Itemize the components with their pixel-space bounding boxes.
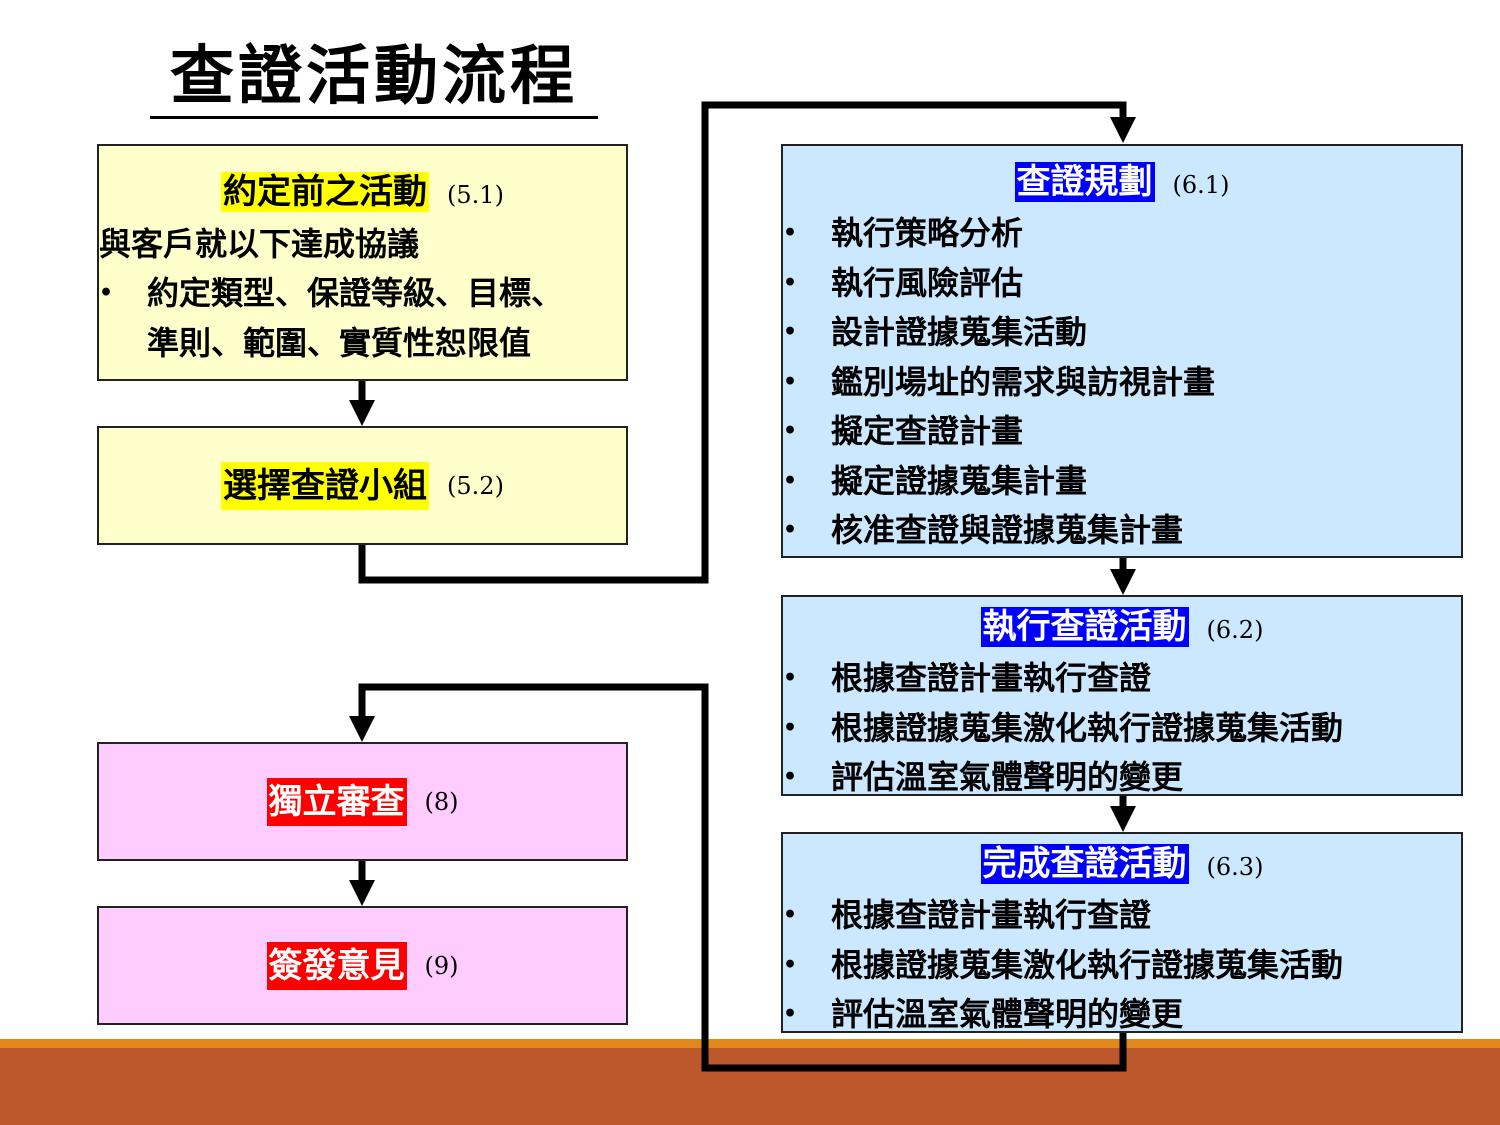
clause-ref: (9) xyxy=(424,951,459,980)
clause-ref: (6.1) xyxy=(1172,171,1230,199)
complete-box: 完成查證活動(6.3) 根據查證計畫執行查證 根據證據蒐集激化執行證據蒐集活動 … xyxy=(781,832,1463,1039)
arrow-down-icon xyxy=(349,880,375,906)
pre-engagement-box: 約定前之活動 (5.1) 與客戶就以下達成協議 約定類型、保證等級、目標、準則、範… xyxy=(97,144,628,381)
list-item: 根據查證計畫執行查證 xyxy=(783,891,1461,941)
arrow-down-icon xyxy=(1110,569,1136,595)
box-label: 約定前之活動 xyxy=(221,172,430,212)
list-item: 擬定查證計畫 xyxy=(783,407,1461,457)
clause-ref: (6.2) xyxy=(1206,616,1264,644)
clause-ref: (5.1) xyxy=(447,181,504,209)
arrow-down-icon xyxy=(1110,117,1136,143)
list-item: 執行策略分析 xyxy=(783,209,1461,259)
list-item: 執行風險評估 xyxy=(783,259,1461,309)
issue-opinion-box: 簽發意見 (9) xyxy=(97,906,628,1025)
select-team-box: 選擇查證小組 (5.2) xyxy=(97,426,628,545)
clause-ref: (5.2) xyxy=(447,471,504,500)
box-label: 選擇查證小組 xyxy=(221,461,430,510)
arrow-down-icon xyxy=(349,400,375,426)
arrow-down-icon xyxy=(1110,806,1136,832)
connector-line xyxy=(358,101,1127,584)
list-item: 設計證據蒐集活動 xyxy=(783,308,1461,358)
list-item: 根據查證計畫執行查證 xyxy=(783,654,1461,704)
list-item: 評估溫室氣體聲明的變更 xyxy=(783,990,1461,1040)
connector-line xyxy=(358,683,1127,1072)
box-label: 簽發意見 xyxy=(266,941,407,990)
clause-ref: (6.3) xyxy=(1206,853,1264,881)
footer-band-orange xyxy=(0,1039,1500,1048)
list-item: 擬定證據蒐集計畫 xyxy=(783,457,1461,507)
box-label: 完成查證活動 xyxy=(980,844,1189,884)
list-item: 鑑別場址的需求與訪視計畫 xyxy=(783,358,1461,408)
box-label: 執行查證活動 xyxy=(980,607,1189,647)
planning-box: 查證規劃 (6.1) 執行策略分析 執行風險評估 設計證據蒐集活動 鑑別場址的需求… xyxy=(781,144,1463,558)
footer-band-brown xyxy=(0,1048,1500,1125)
box-label: 查證規劃 xyxy=(1014,162,1155,202)
list-item: 核准查證與證據蒐集計畫 xyxy=(783,506,1461,556)
list-item: 評估溫室氣體聲明的變更 xyxy=(783,753,1461,803)
list-item: 根據證據蒐集激化執行證據蒐集活動 xyxy=(783,704,1461,754)
box-label: 獨立審查 xyxy=(266,777,407,826)
clause-ref: (8) xyxy=(424,787,459,816)
independent-review-box: 獨立審查 (8) xyxy=(97,742,628,861)
page-title: 查證活動流程 xyxy=(150,38,598,119)
intro-text: 與客戶就以下達成協議 xyxy=(99,225,420,263)
arrow-down-icon xyxy=(349,716,375,742)
execute-box: 執行查證活動(6.2) 根據查證計畫執行查證 根據證據蒐集激化執行證據蒐集活動 … xyxy=(781,595,1463,802)
list-item: 根據證據蒐集激化執行證據蒐集活動 xyxy=(783,941,1461,991)
list-item: 約定類型、保證等級、目標、準則、範圍、實質性恕限值 xyxy=(99,269,626,368)
